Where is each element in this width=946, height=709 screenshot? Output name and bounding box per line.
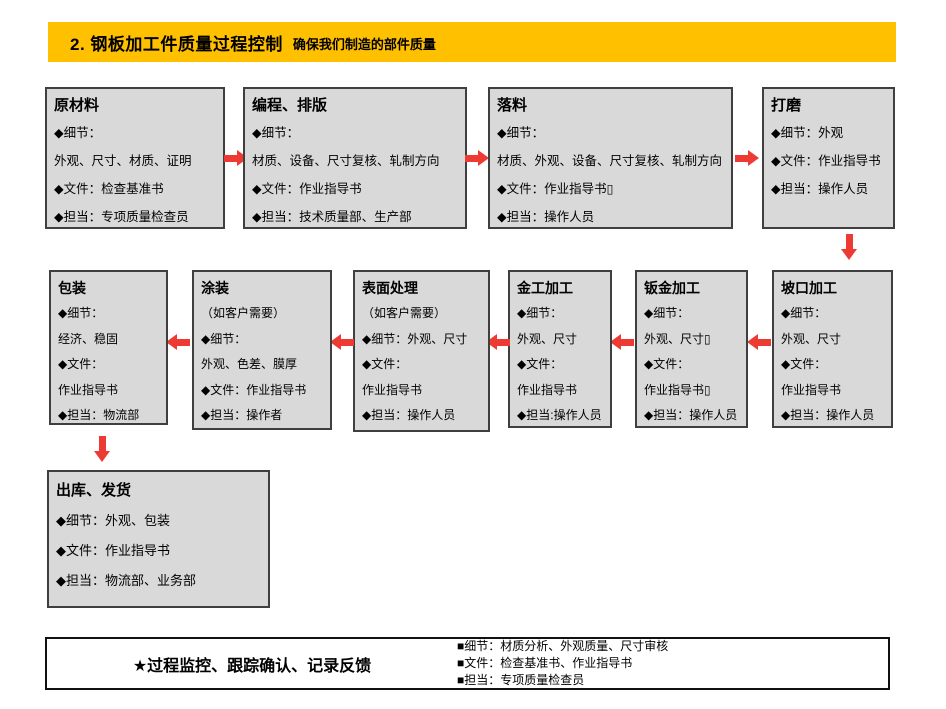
- process-box-title: 打磨: [771, 97, 802, 114]
- process-box-line: ◆细节：: [497, 126, 545, 140]
- process-box-line: （如客户需要）: [201, 306, 286, 320]
- process-box-line: ◆文件：: [362, 357, 408, 371]
- process-box-line: 外观、色差、膜厚: [201, 357, 298, 371]
- process-box-line: （如客户需要）: [362, 306, 447, 320]
- process-box-packaging: 包装 ◆细节： 经济、稳固 ◆文件： 作业指导书 ◆担当：物流部: [49, 270, 168, 425]
- flow-arrow-down-icon: [841, 234, 857, 260]
- process-box-raw-material: 原材料 ◆细节： 外观、尺寸、材质、证明 ◆文件：检查基准书 ◆担当：专项质量检…: [45, 87, 225, 229]
- title-banner: 2. 钢板加工件质量过程控制 确保我们制造的部件质量: [48, 22, 896, 62]
- summary-detail-line: ■担当：专项质量检查员: [457, 673, 585, 687]
- process-box-title: 金工加工: [517, 280, 573, 296]
- process-box-line: 经济、稳固: [58, 331, 119, 346]
- process-box-shipping: 出库、发货 ◆细节：外观、包装 ◆文件：作业指导书 ◆担当：物流部、业务部: [47, 470, 270, 608]
- process-monitoring-bar: ★过程监控、跟踪确认、记录反馈 ■细节：材质分析、外观质量、尺寸审核 ■文件：检…: [45, 637, 890, 690]
- process-box-title: 出库、发货: [56, 482, 132, 499]
- process-box-line: ◆细节：外观: [771, 126, 844, 140]
- process-box-line: 外观、尺寸: [781, 331, 842, 346]
- process-box-painting: 涂装 （如客户需要） ◆细节： 外观、色差、膜厚 ◆文件：作业指导书 ◆担当：操…: [192, 270, 332, 430]
- summary-headline: ★过程监控、跟踪确认、记录反馈: [132, 657, 372, 675]
- process-box-blanking: 落料 ◆细节： 材质、外观、设备、尺寸复核、轧制方向 ◆文件：作业指导书▯ ◆担…: [488, 87, 733, 229]
- flow-arrow-left-icon: [166, 334, 190, 350]
- flow-arrow-left-icon: [610, 334, 634, 350]
- process-box-line: 外观、尺寸▯: [644, 331, 711, 346]
- process-box-line: ◆担当：操作人员: [781, 408, 875, 422]
- process-box-line: ◆文件：作业指导书: [252, 182, 362, 196]
- process-box-title: 涂装: [201, 280, 229, 296]
- process-box-bevel-machining: 坡口加工 ◆细节： 外观、尺寸 ◆文件： 作业指导书 ◆担当：操作人员: [772, 270, 893, 428]
- process-box-line: ◆文件：: [517, 357, 563, 371]
- process-box-title: 表面处理: [362, 280, 418, 296]
- process-box-line: 作业指导书: [362, 382, 423, 397]
- process-box-line: ◆细节：: [201, 331, 247, 346]
- process-box-line: 作业指导书: [58, 382, 119, 397]
- flow-arrow-right-icon: [465, 150, 489, 166]
- process-box-line: 作业指导书: [781, 382, 842, 397]
- process-box-line: ◆担当：操作者: [201, 408, 283, 422]
- process-box-line: 外观、尺寸、材质、证明: [54, 154, 192, 168]
- process-box-programming-layout: 编程、排版 ◆细节： 材质、设备、尺寸复核、轧制方向 ◆文件：作业指导书 ◆担当…: [243, 87, 467, 229]
- process-box-line: ◆细节：: [644, 306, 690, 320]
- process-box-title: 钣金加工: [644, 280, 700, 296]
- process-box-line: ◆文件：作业指导书: [56, 543, 170, 558]
- process-box-line: 作业指导书: [517, 382, 578, 397]
- process-box-line: ◆文件：: [644, 357, 690, 371]
- flow-arrow-left-icon: [486, 334, 510, 350]
- process-box-line: ◆担当：操作人员: [497, 210, 595, 224]
- process-box-line: ◆细节：外观、尺寸: [362, 331, 468, 346]
- process-box-line: ◆担当：专项质量检查员: [54, 210, 189, 224]
- process-box-line: ◆文件：作业指导书▯: [497, 182, 614, 196]
- process-box-line: ◆文件：作业指导书: [201, 382, 307, 397]
- process-box-title: 原材料: [54, 97, 100, 114]
- process-box-line: ◆细节：: [54, 126, 102, 140]
- flow-arrow-right-icon: [735, 150, 759, 166]
- flow-arrow-down-icon: [94, 436, 110, 462]
- process-box-line: ◆文件：: [781, 357, 827, 371]
- process-box-sheet-metal: 钣金加工 ◆细节： 外观、尺寸▯ ◆文件： 作业指导书▯ ◆担当：操作人员: [635, 270, 748, 428]
- process-box-line: ◆担当：物流部、业务部: [56, 573, 196, 588]
- process-box-surface-treatment: 表面处理 （如客户需要） ◆细节：外观、尺寸 ◆文件： 作业指导书 ◆担当：操作…: [353, 270, 490, 432]
- process-box-line: ◆担当：操作人员: [644, 408, 738, 422]
- process-box-line: ◆文件：作业指导书: [771, 154, 881, 168]
- process-box-line: ◆担当：物流部: [58, 408, 140, 422]
- summary-detail-line: ■细节：材质分析、外观质量、尺寸审核: [457, 639, 669, 653]
- process-box-line: ◆细节：: [58, 306, 104, 320]
- process-box-line: 外观、尺寸: [517, 331, 578, 346]
- process-box-line: 作业指导书▯: [644, 382, 711, 397]
- process-box-grinding: 打磨 ◆细节：外观 ◆文件：作业指导书 ◆担当：操作人员: [762, 87, 895, 229]
- flow-arrow-left-icon: [747, 334, 771, 350]
- process-box-title: 编程、排版: [252, 97, 328, 114]
- process-box-title: 坡口加工: [781, 280, 837, 296]
- flow-arrow-left-icon: [330, 334, 354, 350]
- page-title: 2. 钢板加工件质量过程控制: [70, 34, 283, 54]
- process-box-line: 材质、设备、尺寸复核、轧制方向: [252, 154, 440, 168]
- process-box-title: 落料: [497, 97, 528, 114]
- process-box-line: ◆文件：: [58, 357, 104, 371]
- process-box-line: ◆担当:操作人员: [517, 408, 602, 422]
- process-box-title: 包装: [58, 280, 86, 296]
- page-subtitle: 确保我们制造的部件质量: [292, 36, 436, 52]
- summary-details: ■细节：材质分析、外观质量、尺寸审核 ■文件：检查基准书、作业指导书 ■担当：专…: [457, 638, 668, 689]
- process-box-line: ◆担当：技术质量部、生产部: [252, 210, 412, 224]
- process-box-line: ◆细节：: [252, 126, 300, 140]
- process-box-line: ◆细节：外观、包装: [56, 513, 170, 528]
- flow-arrow-right-icon: [224, 150, 248, 166]
- process-box-line: 材质、外观、设备、尺寸复核、轧制方向: [497, 154, 723, 168]
- process-box-machining: 金工加工 ◆细节： 外观、尺寸 ◆文件： 作业指导书 ◆担当:操作人员: [508, 270, 612, 428]
- summary-detail-line: ■文件：检查基准书、作业指导书: [457, 656, 633, 670]
- process-box-line: ◆担当：操作人员: [362, 408, 456, 422]
- process-box-line: ◆细节：: [781, 306, 827, 320]
- process-box-line: ◆担当：操作人员: [771, 182, 869, 196]
- process-box-line: ◆细节：: [517, 306, 563, 320]
- process-box-line: ◆文件：检查基准书: [54, 182, 164, 196]
